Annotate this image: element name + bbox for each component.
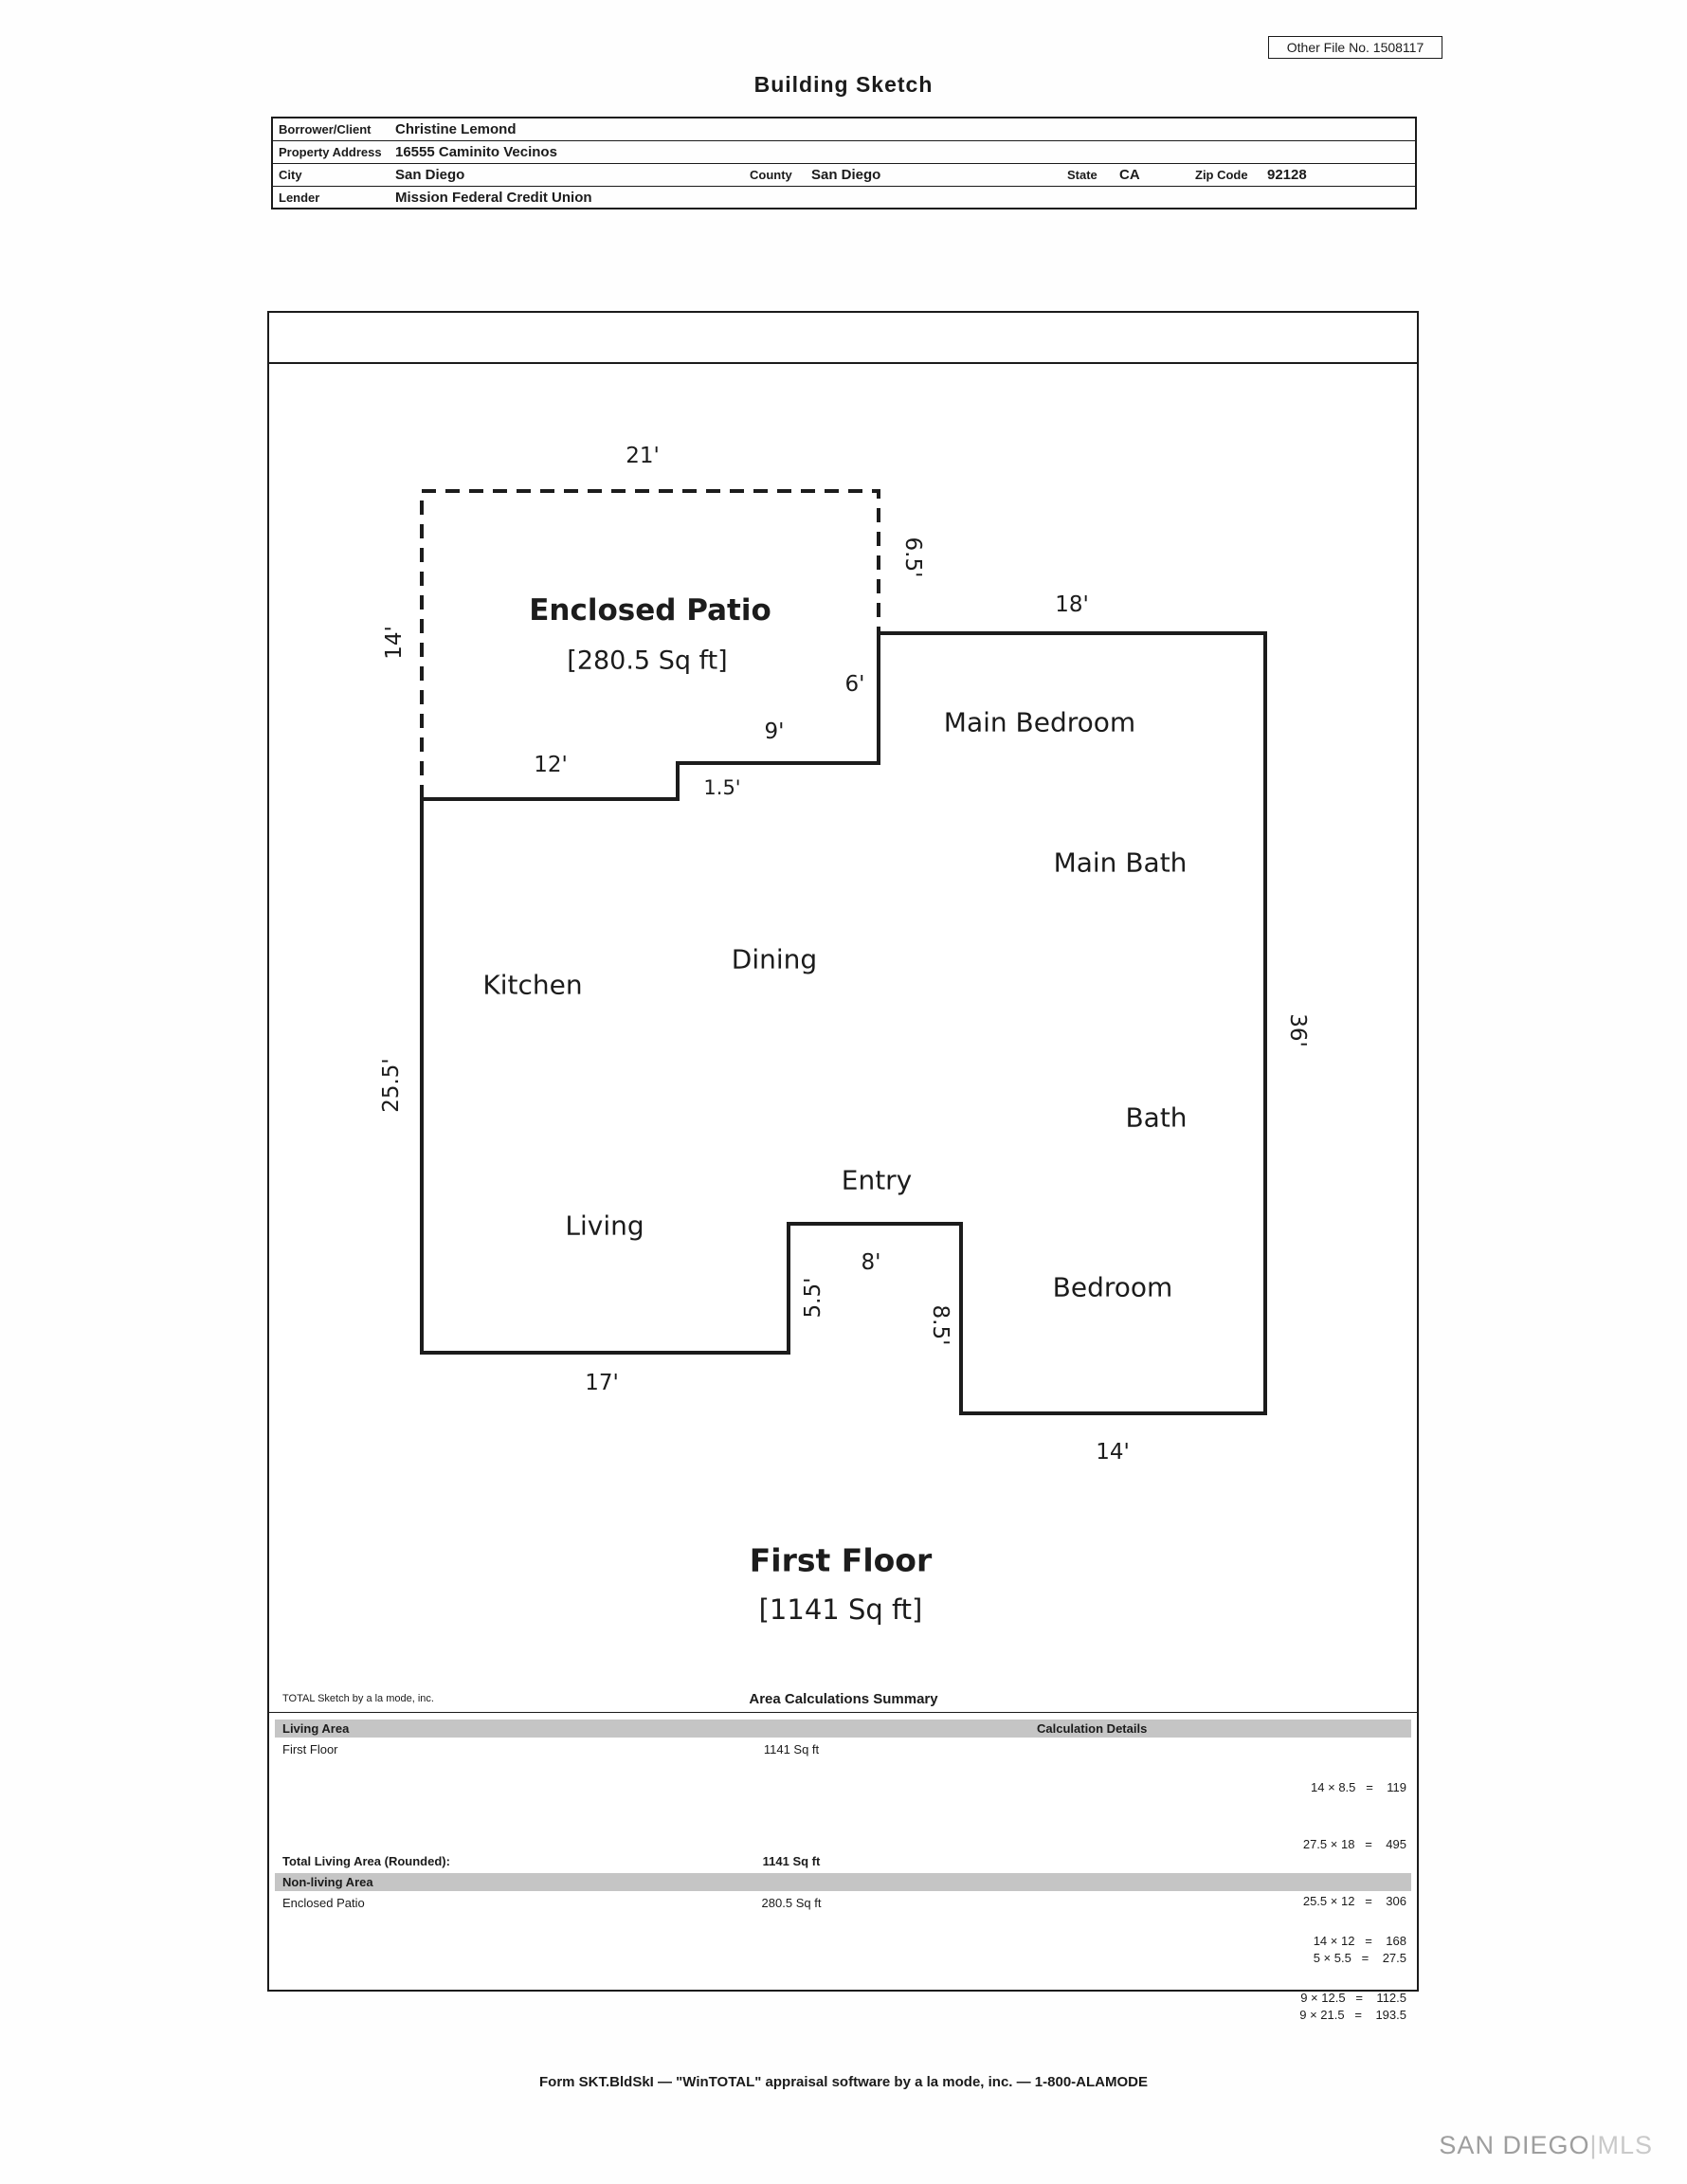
- dim-8-5ft: 8.5': [928, 1304, 952, 1346]
- calc-line: 5 × 5.5 = 27.5: [1313, 1951, 1406, 1965]
- nonliving-area-header-bar: Non-living Area: [275, 1873, 1411, 1891]
- room-label-living: Living: [565, 1210, 644, 1242]
- living-area-header-bar: Living Area Calculation Details: [275, 1720, 1411, 1738]
- lender-label: Lender: [279, 191, 320, 205]
- watermark-suffix: MLS: [1597, 2131, 1653, 2159]
- dim-14ft-patio: 14': [382, 626, 407, 660]
- house-outline: [420, 631, 1267, 1415]
- calc-line: 9 × 21.5 = 193.5: [1299, 2008, 1406, 2022]
- borrower-label: Borrower/Client: [279, 122, 372, 136]
- calc-top-rule: [267, 1712, 1419, 1713]
- dim-14ft-bottom: 14': [1096, 1440, 1130, 1465]
- total-living-label: Total Living Area (Rounded):: [282, 1854, 450, 1868]
- living-calc-details: 14 × 8.5 = 119 27.5 × 18 = 495 25.5 × 12…: [1204, 1740, 1406, 2063]
- borrower-value: Christine Lemond: [395, 121, 517, 137]
- dim-1-5ft: 1.5': [703, 776, 741, 799]
- floor-name-label: First Floor: [749, 1541, 933, 1579]
- address-label: Property Address: [279, 145, 382, 159]
- state-value: CA: [1119, 167, 1140, 183]
- dim-6-5ft: 6.5': [900, 537, 925, 578]
- dim-5-5ft: 5.5': [801, 1277, 825, 1319]
- dim-8ft: 8': [861, 1250, 881, 1275]
- calc-line: 27.5 × 18 = 495: [1302, 1837, 1406, 1851]
- file-number-box: Other File No. 1508117: [1268, 36, 1442, 59]
- patio-row-area: 280.5 Sq ft: [761, 1896, 822, 1910]
- calc-line: 14 × 8.5 = 119: [1311, 1780, 1406, 1794]
- county-label: County: [750, 168, 792, 182]
- zip-label: Zip Code: [1195, 168, 1248, 182]
- dim-12ft: 12': [534, 753, 568, 777]
- nonliving-area-header: Non-living Area: [282, 1875, 373, 1889]
- enclosed-patio-outline: [420, 489, 880, 799]
- dim-9ft: 9': [764, 719, 785, 744]
- patio-name-label: Enclosed Patio: [529, 593, 771, 628]
- dim-21ft: 21': [626, 444, 660, 468]
- room-label-dining: Dining: [731, 943, 818, 975]
- info-row-city: City San Diego County San Diego State CA…: [273, 164, 1415, 187]
- room-label-bath: Bath: [1125, 1101, 1188, 1134]
- room-label-kitchen: Kitchen: [482, 969, 583, 1001]
- calc-line: 14 × 12 = 168: [1313, 1934, 1406, 1948]
- first-floor-row-label: First Floor: [282, 1742, 338, 1756]
- calc-line: 9 × 12.5 = 112.5: [1300, 1991, 1406, 2005]
- room-label-main-bath: Main Bath: [1053, 846, 1188, 879]
- dim-36ft: 36': [1285, 1013, 1310, 1047]
- mls-watermark: SAN DIEGO|MLS: [1439, 2131, 1653, 2160]
- watermark-divider: |: [1589, 2131, 1598, 2159]
- info-row-borrower: Borrower/Client Christine Lemond: [273, 118, 1415, 141]
- first-floor-row-area: 1141 Sq ft: [763, 1742, 820, 1756]
- file-number-text: Other File No. 1508117: [1286, 40, 1424, 55]
- watermark-site: SAN DIEGO: [1439, 2131, 1590, 2159]
- calc-details-header: Calculation Details: [1037, 1721, 1148, 1736]
- sketch-frame: [267, 311, 1419, 1992]
- zip-value: 92128: [1267, 167, 1307, 183]
- address-value: 16555 Caminito Vecinos: [395, 144, 557, 160]
- info-row-lender: Lender Mission Federal Credit Union: [273, 187, 1415, 209]
- floor-plan-drawing: [420, 489, 1267, 1415]
- patio-row-label: Enclosed Patio: [282, 1896, 365, 1910]
- state-label: State: [1067, 168, 1097, 182]
- sketch-frame-top-rule: [267, 362, 1419, 364]
- room-label-bedroom: Bedroom: [1052, 1271, 1173, 1303]
- property-info-table: Borrower/Client Christine Lemond Propert…: [271, 117, 1417, 209]
- patio-area-label: [280.5 Sq ft]: [567, 646, 728, 676]
- vendor-note: TOTAL Sketch by a la mode, inc.: [282, 1693, 434, 1704]
- info-row-address: Property Address 16555 Caminito Vecinos: [273, 141, 1415, 164]
- city-value: San Diego: [395, 167, 465, 183]
- dim-25-5ft: 25.5': [379, 1058, 404, 1113]
- room-label-entry: Entry: [841, 1164, 913, 1196]
- living-area-header: Living Area: [282, 1721, 350, 1736]
- city-label: City: [279, 168, 302, 182]
- county-value: San Diego: [811, 167, 881, 183]
- calc-line: 25.5 × 12 = 306: [1302, 1894, 1406, 1908]
- form-footer: Form SKT.BldSkI — "WinTOTAL" appraisal s…: [539, 2074, 1148, 2090]
- dim-6ft: 6': [844, 672, 865, 697]
- nonliving-calc-details: 14 × 12 = 168 9 × 12.5 = 112.5: [1204, 1894, 1406, 2046]
- floor-area-label: [1141 Sq ft]: [758, 1593, 923, 1626]
- room-label-main-bedroom: Main Bedroom: [943, 706, 1136, 738]
- total-living-area: 1141 Sq ft: [762, 1854, 821, 1868]
- lender-value: Mission Federal Credit Union: [395, 190, 592, 206]
- calc-summary-title: Area Calculations Summary: [749, 1691, 938, 1707]
- dim-17ft: 17': [585, 1371, 619, 1395]
- dim-18ft: 18': [1055, 592, 1089, 617]
- page-title: Building Sketch: [753, 72, 934, 97]
